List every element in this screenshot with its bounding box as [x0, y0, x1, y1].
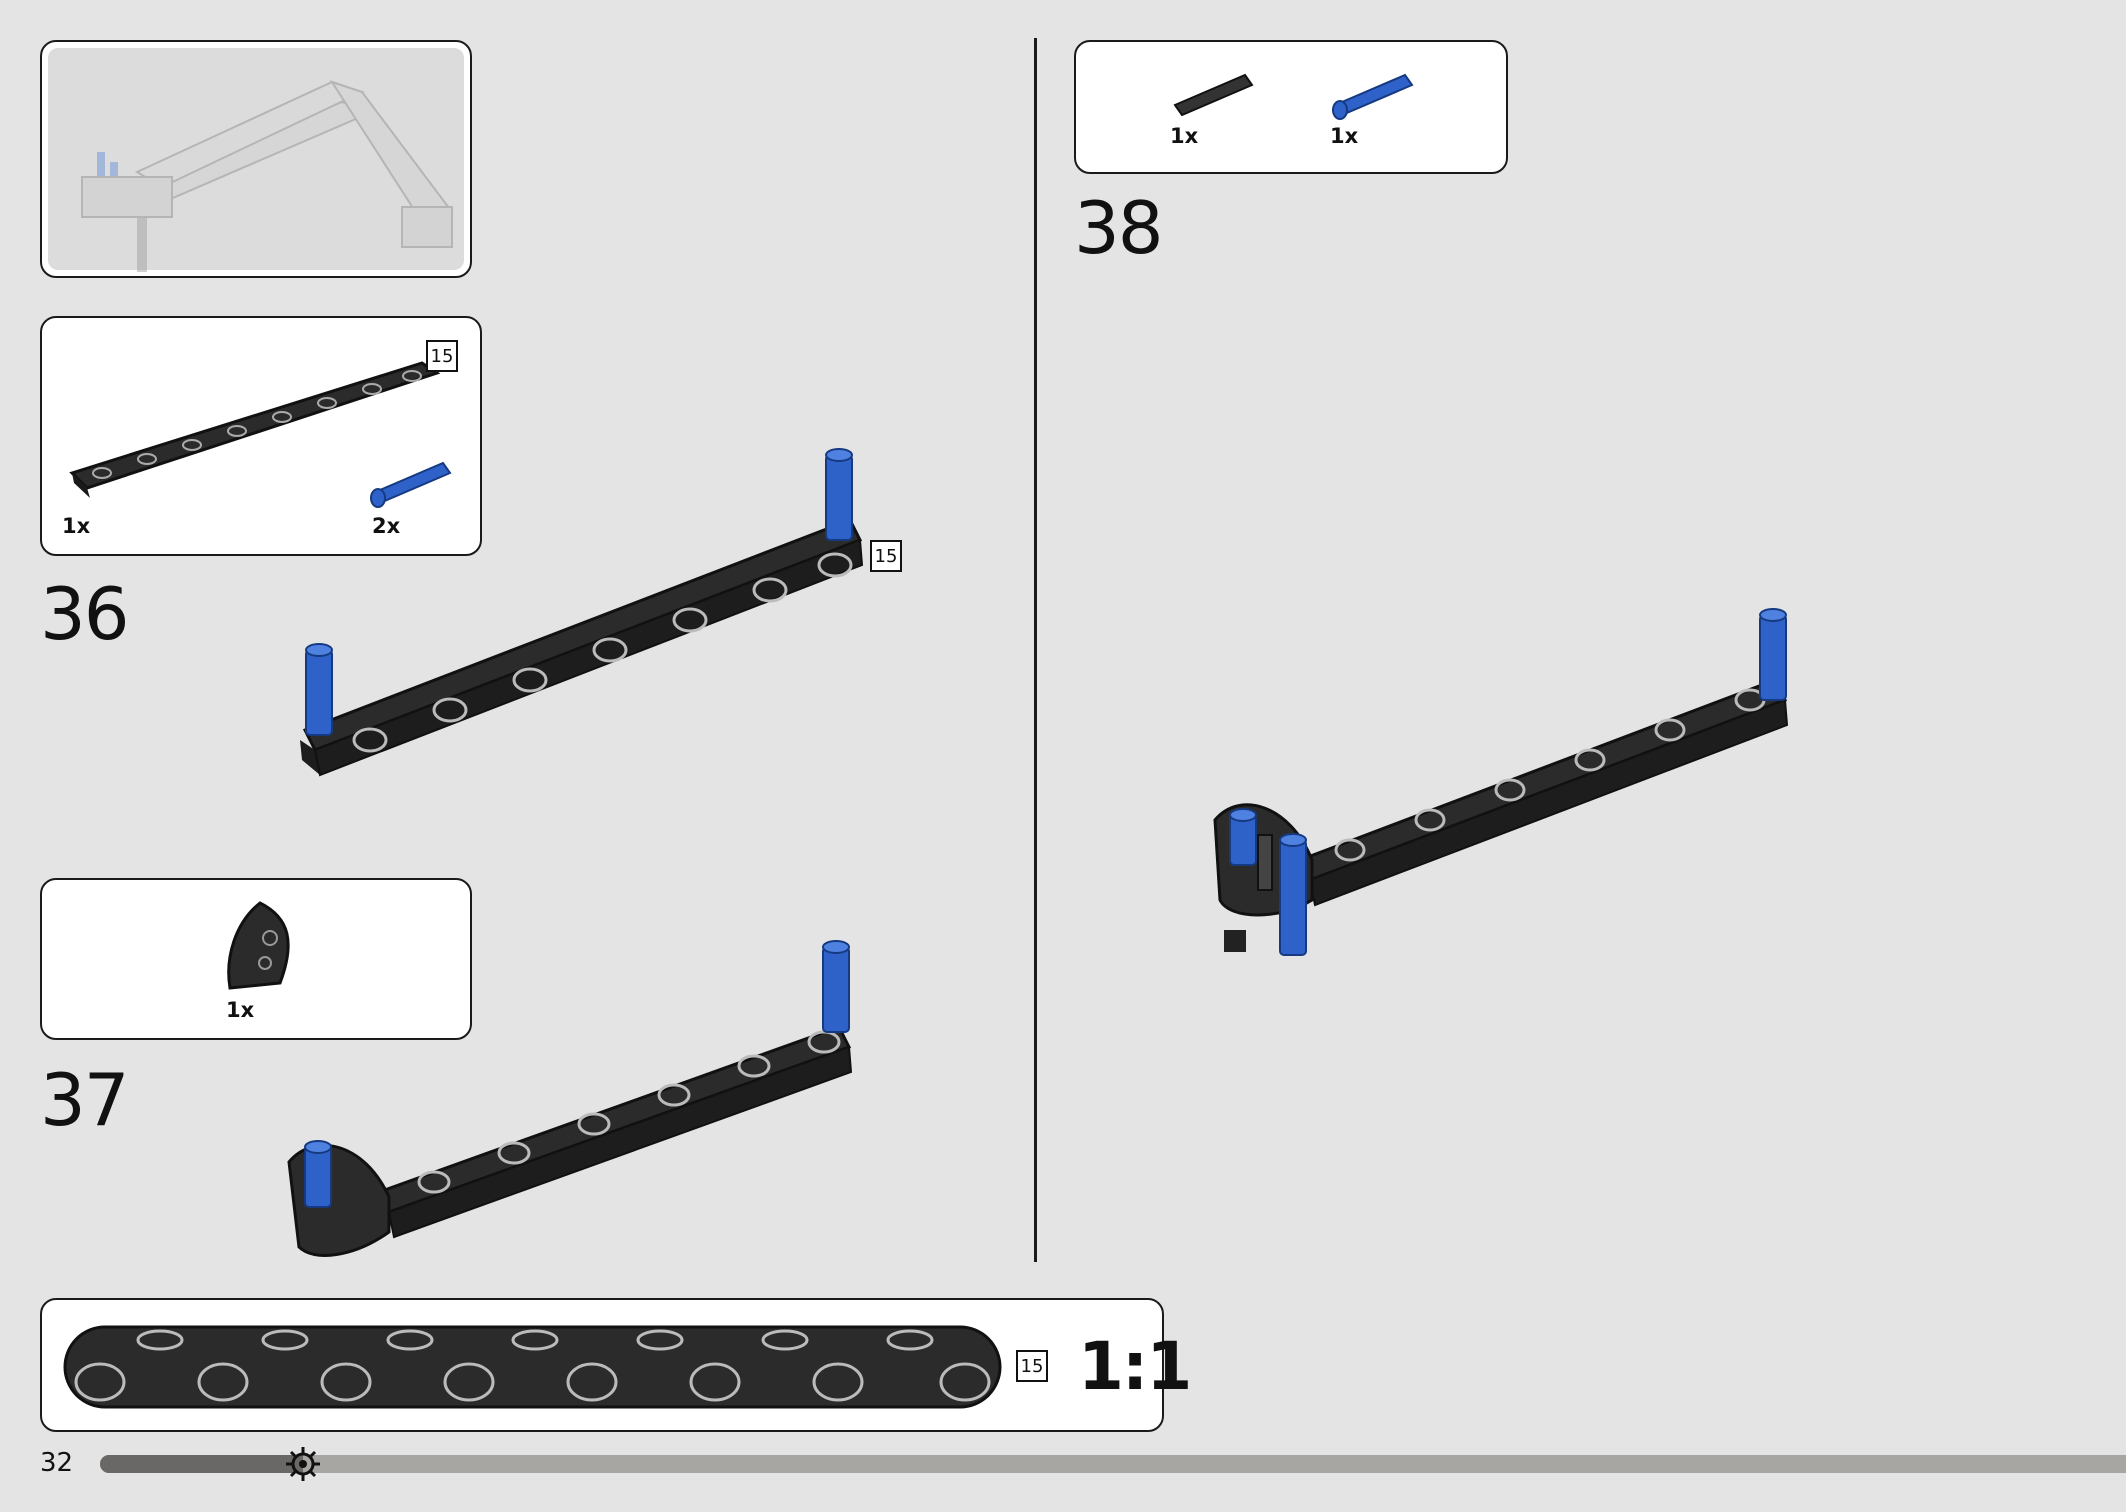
model-length-box: 15	[870, 540, 902, 572]
black-axle-part-image	[1173, 73, 1254, 117]
part-qty-blue-axle-pin: 1x	[1330, 124, 1359, 148]
step-number-37: 37	[40, 1058, 130, 1142]
scale-reference-panel: 15 1:1	[40, 1298, 1192, 1432]
part-qty-black-axle: 1x	[1170, 124, 1199, 148]
part-qty-pin: 2x	[372, 514, 401, 538]
progress-bar-fill	[100, 1455, 303, 1473]
page-divider	[1034, 38, 1037, 1262]
step-37-parts-panel: 1x	[40, 878, 472, 1040]
step-number-36: 36	[40, 572, 130, 656]
step-38-model	[1213, 608, 1789, 956]
blue-axle-pin-part-image	[1332, 73, 1414, 120]
gear-icon	[285, 1447, 320, 1481]
step-36-parts-panel: 15 1x 2x	[40, 316, 482, 556]
part-qty-cam: 1x	[226, 998, 255, 1022]
step-36-model	[300, 448, 864, 777]
cam-part-image	[227, 901, 290, 990]
step-37-model	[287, 940, 853, 1257]
submodel-preview-panel	[40, 40, 472, 278]
step-number-38: 38	[1074, 186, 1164, 270]
page-number: 32	[40, 1448, 74, 1478]
beam-15-part-image	[69, 361, 441, 498]
scale-length-box: 15	[1016, 1350, 1048, 1382]
submodel-preview-image	[81, 80, 454, 272]
step-38-parts-panel: 1x 1x	[1074, 40, 1508, 174]
submodel-preview-inner	[48, 48, 464, 270]
part-qty-beam: 1x	[62, 514, 91, 538]
beam-length-box: 15	[426, 340, 458, 372]
progress-bar	[100, 1455, 2126, 1473]
scale-label: 1:1	[1078, 1328, 1192, 1405]
scale-beam-image	[63, 1325, 1002, 1409]
blue-pin-part-image	[370, 461, 452, 508]
